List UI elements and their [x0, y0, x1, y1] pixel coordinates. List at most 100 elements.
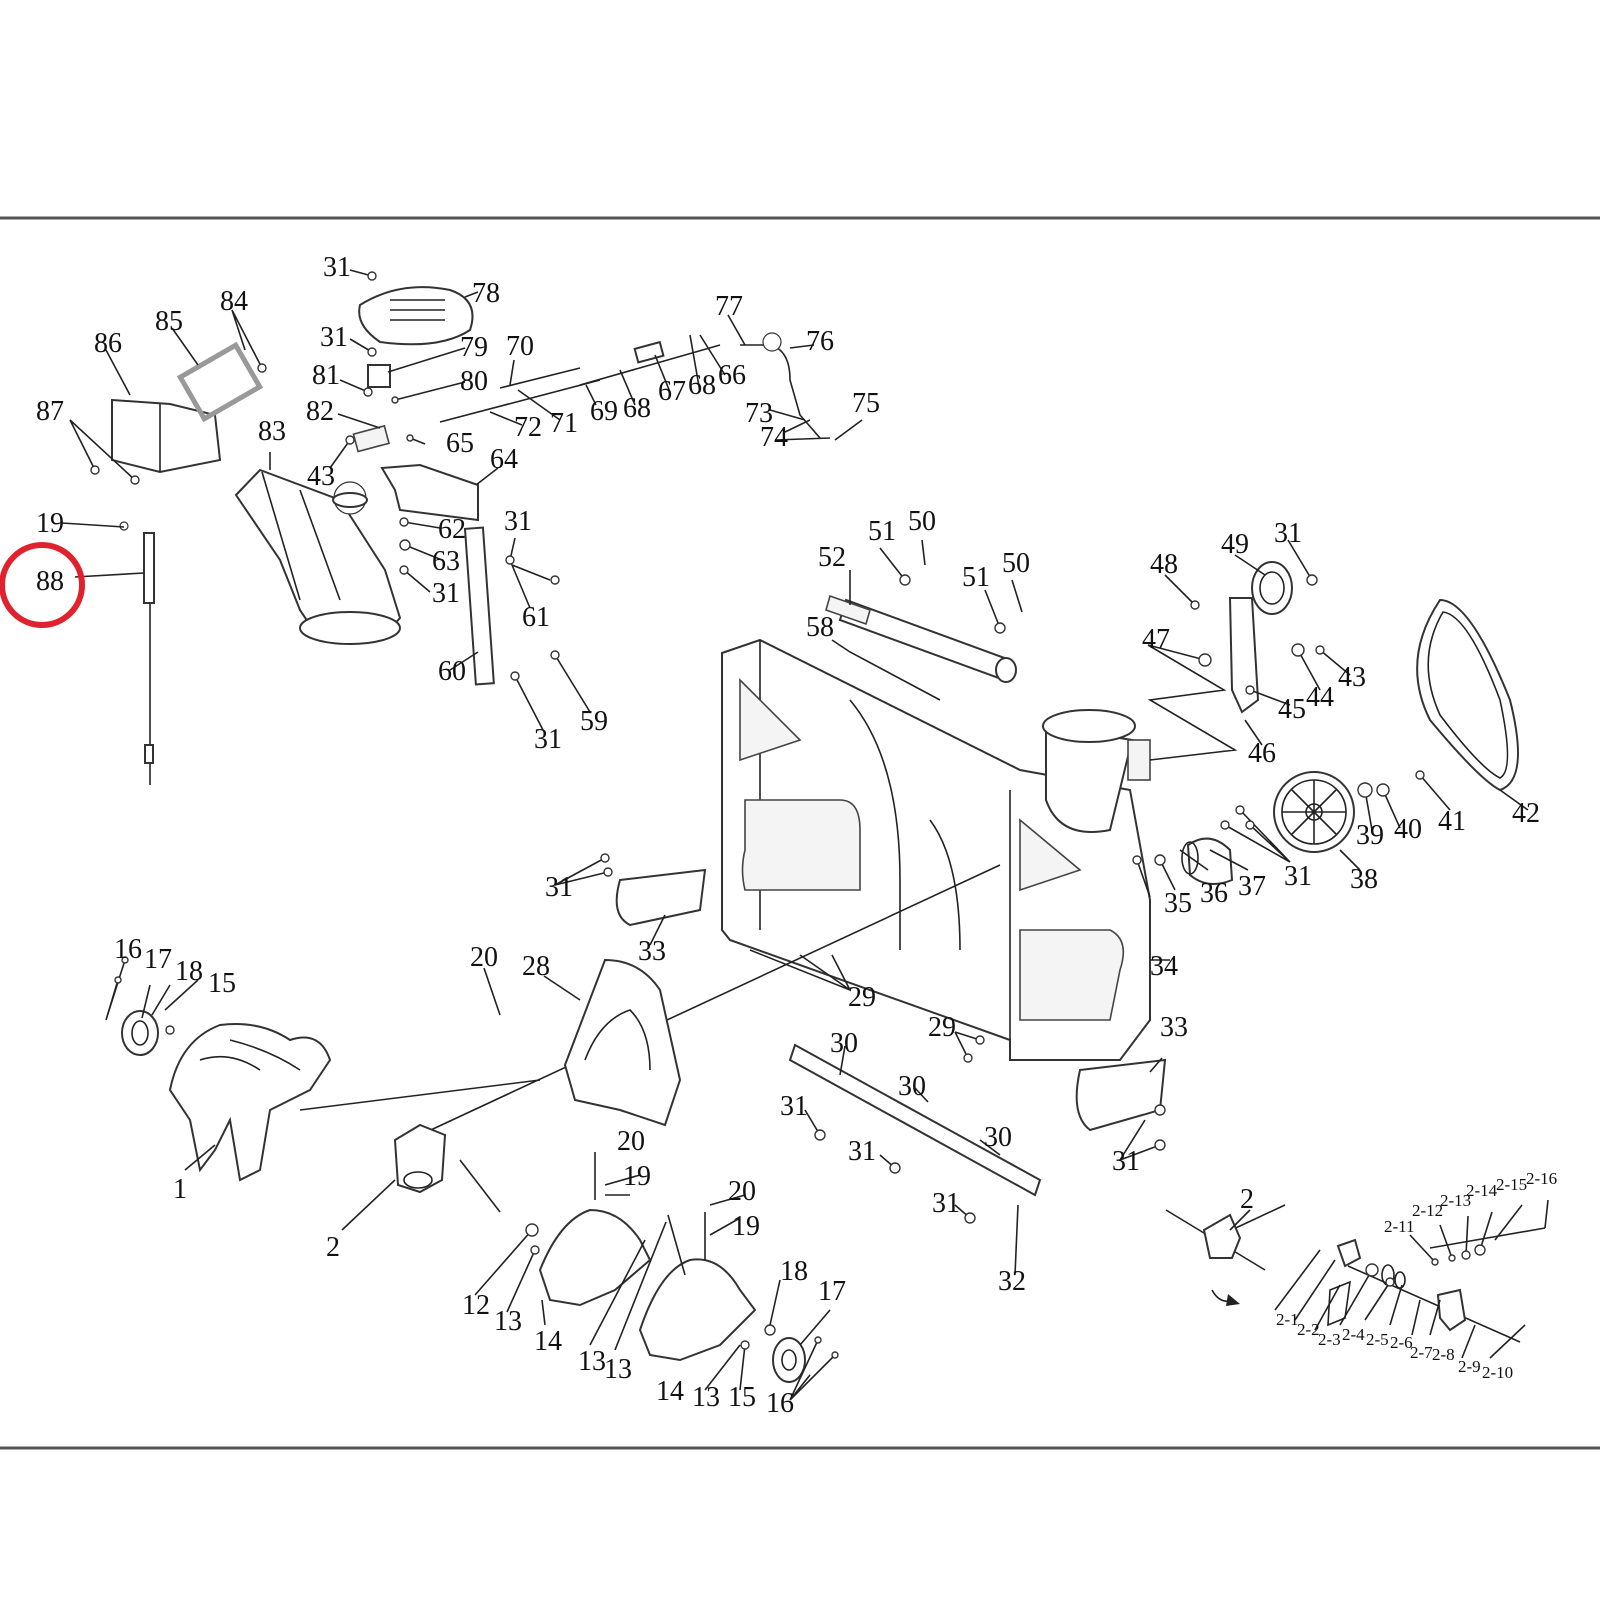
- part-label: 14: [656, 1376, 684, 1407]
- part-label: 31: [432, 578, 460, 609]
- part-label: 82: [306, 396, 334, 427]
- part-label: 2-2: [1297, 1320, 1320, 1339]
- part-label: 61: [522, 602, 550, 633]
- part-label: 29: [848, 982, 876, 1013]
- part-label: 47: [1142, 624, 1170, 655]
- part-label: 1: [173, 1174, 187, 1205]
- part-label: 31: [780, 1091, 808, 1122]
- part-label: 14: [534, 1326, 562, 1357]
- part-label: 2: [1240, 1184, 1254, 1215]
- part-label: 52: [818, 542, 846, 573]
- part-label: 69: [590, 396, 618, 427]
- part-label: 83: [258, 416, 286, 447]
- part-label: 18: [175, 956, 203, 987]
- part-label: 45: [1278, 694, 1306, 725]
- part-label: 58: [806, 612, 834, 643]
- part-label: 67: [658, 376, 686, 407]
- part-label: 48: [1150, 549, 1178, 580]
- part-label: 31: [1284, 861, 1312, 892]
- part-label: 2-14: [1466, 1181, 1498, 1200]
- part-label: 2-1: [1276, 1310, 1299, 1329]
- part-label: 51: [868, 516, 896, 547]
- part-label: 19: [732, 1211, 760, 1242]
- part-label: 46: [1248, 738, 1276, 769]
- part-label: 76: [806, 326, 834, 357]
- part-label: 50: [1002, 548, 1030, 579]
- part-label: 13: [604, 1354, 632, 1385]
- control-linkage: [332, 286, 821, 686]
- part-label: 19: [623, 1161, 651, 1192]
- part-label: 12: [462, 1290, 490, 1321]
- shaft-assembly: [825, 594, 1017, 683]
- part-label: 29: [928, 1012, 956, 1043]
- gearbox-inset: [1165, 1204, 1546, 1343]
- part-label: 13: [494, 1306, 522, 1337]
- part-label: 31: [1112, 1146, 1140, 1177]
- part-label: 2-7: [1410, 1343, 1433, 1362]
- part-label: 2-4: [1342, 1325, 1365, 1344]
- part-label: 79: [460, 332, 488, 363]
- part-label: 44: [1306, 682, 1334, 713]
- part-label: 43: [1338, 662, 1366, 693]
- part-label: 2-8: [1432, 1345, 1455, 1364]
- part-label: 17: [818, 1276, 846, 1307]
- part-label: 35: [1164, 888, 1192, 919]
- highlighted-part-label: 88: [36, 566, 64, 597]
- part-label: 2-13: [1440, 1191, 1471, 1210]
- part-number-labels: 31 78 31 79 81 80 82 65 43 83 86 85 84 8…: [0, 252, 1557, 1419]
- part-label: 31: [848, 1136, 876, 1167]
- part-label: 16: [766, 1388, 794, 1419]
- part-label: 2-11: [1384, 1217, 1415, 1236]
- part-label: 34: [1150, 951, 1178, 982]
- chute-crank-rod: [119, 521, 155, 785]
- part-label: 16: [114, 934, 142, 965]
- part-label: 17: [144, 944, 172, 975]
- part-label: 86: [94, 328, 122, 359]
- part-label: 75: [852, 388, 880, 419]
- part-label: 63: [432, 546, 460, 577]
- part-label: 2-6: [1390, 1333, 1413, 1352]
- part-label: 33: [1160, 1012, 1188, 1043]
- part-label: 2-15: [1496, 1175, 1527, 1194]
- part-label: 13: [578, 1346, 606, 1377]
- part-label: 2-12: [1412, 1201, 1443, 1220]
- part-label: 71: [550, 408, 578, 439]
- part-label: 20: [728, 1176, 756, 1207]
- part-label: 49: [1221, 529, 1249, 560]
- part-label: 13: [692, 1382, 720, 1413]
- part-label: 84: [220, 286, 248, 317]
- part-label: 31: [323, 252, 351, 283]
- auger-housing: [721, 638, 1151, 1061]
- part-label: 72: [514, 412, 542, 443]
- part-label: 70: [506, 331, 534, 362]
- part-label: 74: [760, 422, 788, 453]
- part-label: 31: [320, 322, 348, 353]
- part-label: 77: [715, 291, 743, 322]
- part-label: 64: [490, 444, 518, 475]
- part-label: 59: [580, 706, 608, 737]
- part-label: 2-10: [1482, 1363, 1513, 1382]
- part-label: 68: [623, 393, 651, 424]
- part-label: 31: [1274, 518, 1302, 549]
- skid-shoes-scraper: [615, 868, 1167, 1197]
- part-label: 50: [908, 506, 936, 537]
- part-label: 66: [718, 360, 746, 391]
- part-label: 2-16: [1526, 1169, 1557, 1188]
- part-label: 31: [534, 724, 562, 755]
- part-label: 18: [780, 1256, 808, 1287]
- part-label: 51: [962, 562, 990, 593]
- part-label: 31: [932, 1188, 960, 1219]
- part-label: 2-9: [1458, 1357, 1481, 1376]
- part-label: 65: [446, 428, 474, 459]
- part-label: 2-5: [1366, 1330, 1389, 1349]
- highlight-circle: [0, 542, 85, 628]
- part-label: 31: [504, 506, 532, 537]
- part-label: 60: [438, 656, 466, 687]
- part-label: 40: [1394, 814, 1422, 845]
- part-label: 39: [1356, 820, 1384, 851]
- part-label: 15: [728, 1382, 756, 1413]
- part-label: 30: [830, 1028, 858, 1059]
- part-label: 20: [617, 1126, 645, 1157]
- chute-assembly: [111, 341, 402, 645]
